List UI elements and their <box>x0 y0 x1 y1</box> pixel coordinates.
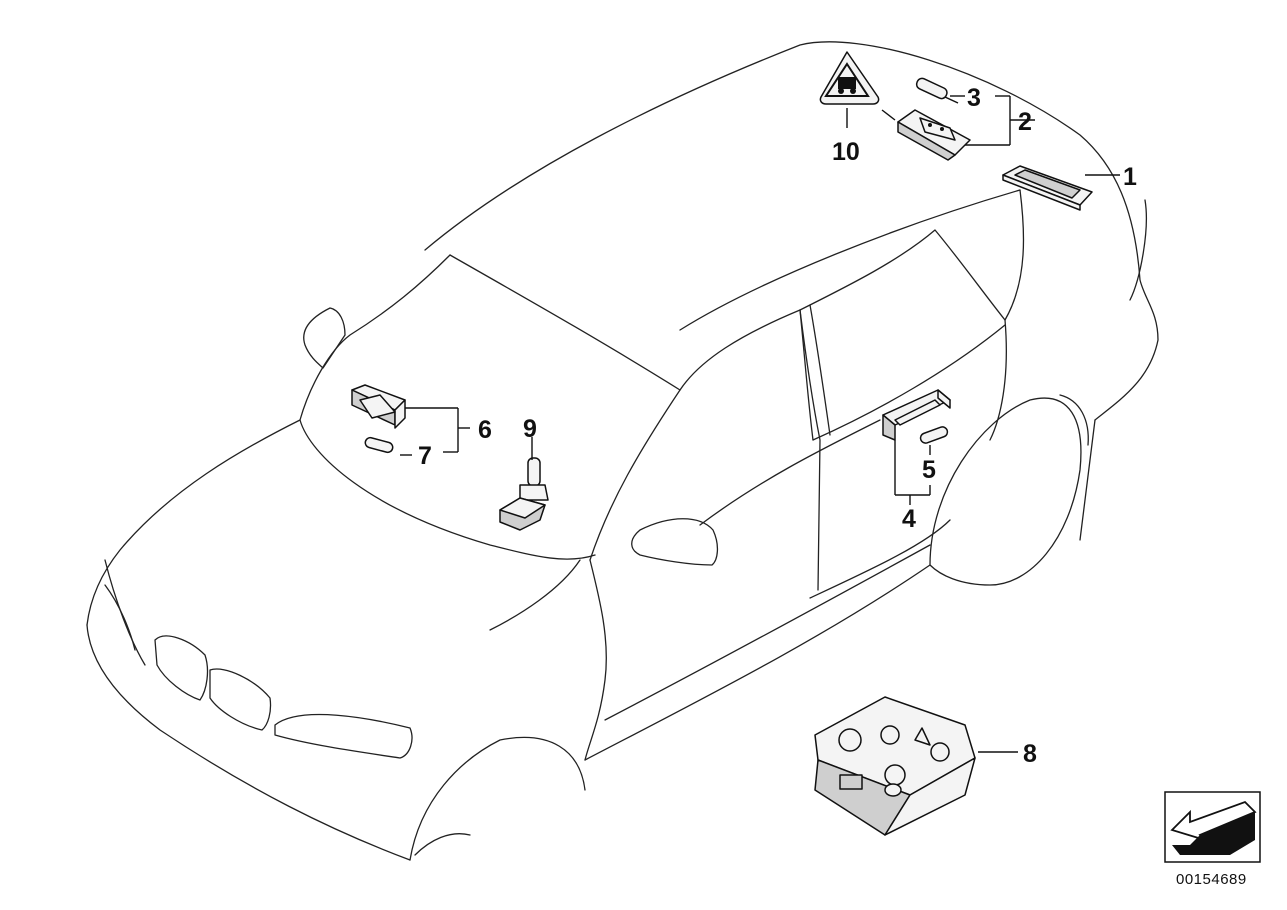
warning-triangle-icon <box>819 51 880 105</box>
rear-lamp-icon <box>1002 165 1093 211</box>
callout-5: 5 <box>922 456 936 484</box>
nav-arrow-icon <box>1164 791 1261 863</box>
reference-number: 00154689 <box>1176 871 1247 888</box>
door-lamp-icon <box>882 389 951 441</box>
vehicle-outline <box>86 41 1159 861</box>
bulb-small-icon <box>364 436 394 454</box>
callout-9: 9 <box>523 415 537 443</box>
festoon-bulb-icon <box>915 77 959 104</box>
callout-8: 8 <box>1023 740 1037 768</box>
callout-7: 7 <box>418 442 432 470</box>
callout-3: 3 <box>967 84 981 112</box>
bulb-kit-box-icon <box>814 696 976 836</box>
interior-lamp-icon <box>897 109 971 161</box>
callout-1: 1 <box>1123 163 1137 191</box>
callout-labels: 1 2 3 4 5 6 7 8 9 10 <box>418 84 1137 768</box>
leader-lines <box>400 95 1120 753</box>
callout-10: 10 <box>832 138 860 166</box>
bulb-side-icon <box>919 426 949 444</box>
lamp-housing-icon <box>351 384 406 429</box>
callout-6: 6 <box>478 416 492 444</box>
callout-4: 4 <box>902 505 916 533</box>
bulb-holder-icon <box>499 457 549 531</box>
callout-2: 2 <box>1018 108 1032 136</box>
